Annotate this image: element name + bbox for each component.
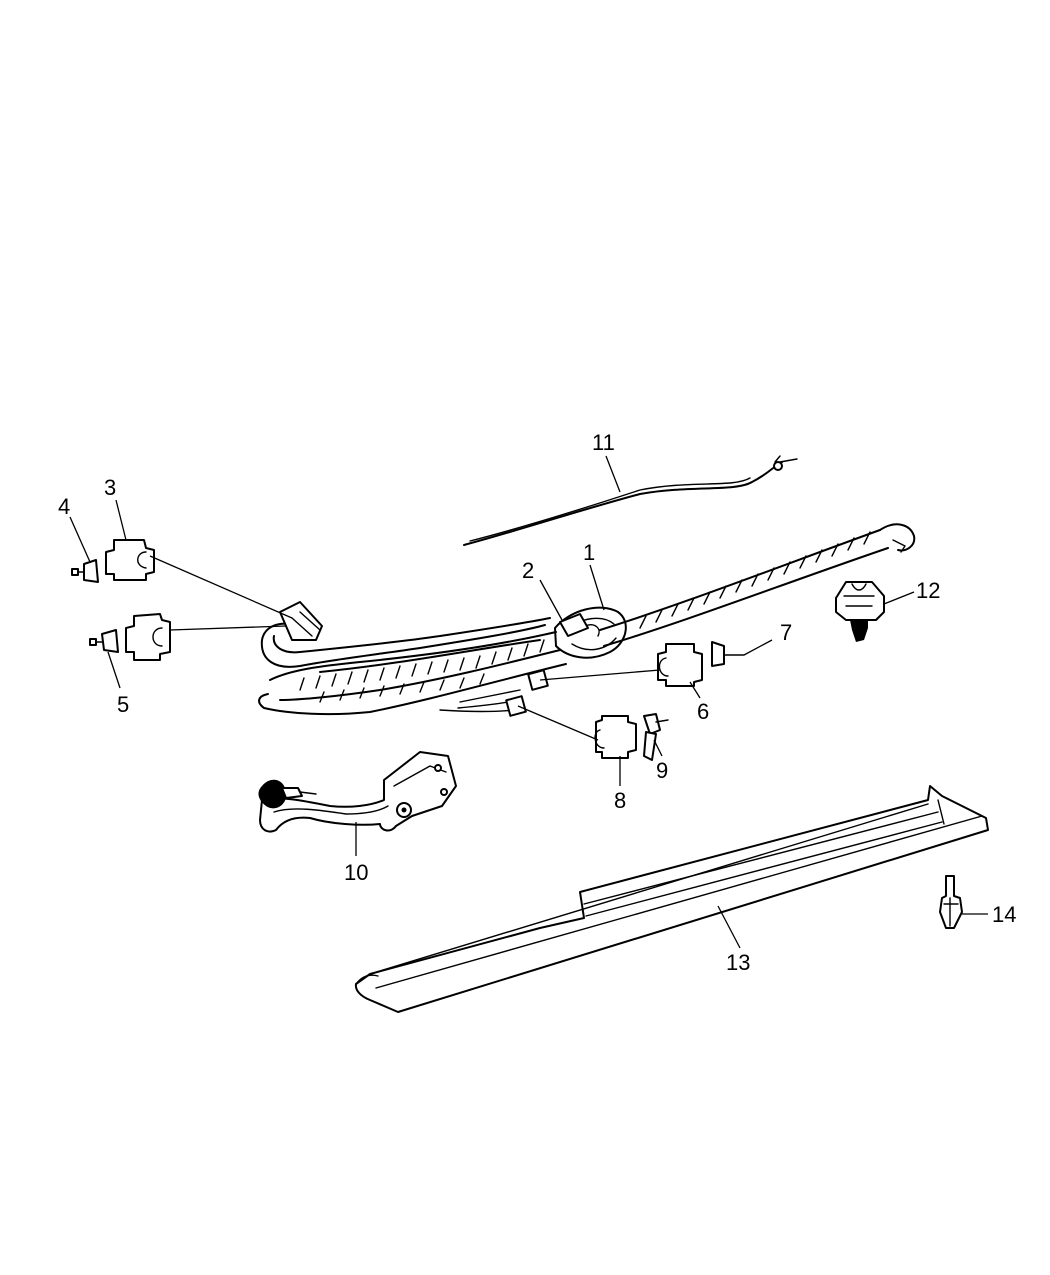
callout-1: 1 — [583, 540, 595, 565]
callout-10: 10 — [344, 860, 368, 885]
part-12-grommet — [835, 581, 885, 642]
callout-7: 7 — [780, 620, 792, 645]
part-3-connector — [105, 539, 155, 581]
callout-11: 11 — [592, 430, 615, 455]
callout-3: 3 — [104, 475, 116, 500]
part-2-connector — [559, 613, 589, 637]
leader-lines — [69, 455, 988, 949]
callout-4: 4 — [58, 494, 70, 519]
part-9-terminal — [643, 713, 669, 761]
callout-2: 2 — [522, 558, 534, 583]
part-13-sill-plate — [354, 785, 989, 1013]
part-7-terminal — [711, 641, 745, 667]
callout-8: 8 — [614, 788, 626, 813]
part-8-connector — [594, 715, 637, 759]
part-1-wiring-harness — [258, 523, 916, 717]
callout-13: 13 — [726, 950, 750, 975]
callout-12: 12 — [916, 578, 940, 603]
callout-5: 5 — [117, 692, 129, 717]
part-4-terminal — [71, 559, 99, 583]
callout-6: 6 — [697, 699, 709, 724]
part-6-connector — [657, 643, 703, 687]
part-10-bracket — [258, 751, 457, 833]
callout-labels: 1 2 3 4 5 6 7 8 9 10 11 12 13 14 — [58, 430, 1016, 975]
callout-9: 9 — [656, 758, 668, 783]
part-14-push-pin — [939, 875, 963, 929]
part-11-cable — [463, 455, 798, 546]
callout-14: 14 — [992, 902, 1016, 927]
part-5-connector — [89, 613, 171, 661]
